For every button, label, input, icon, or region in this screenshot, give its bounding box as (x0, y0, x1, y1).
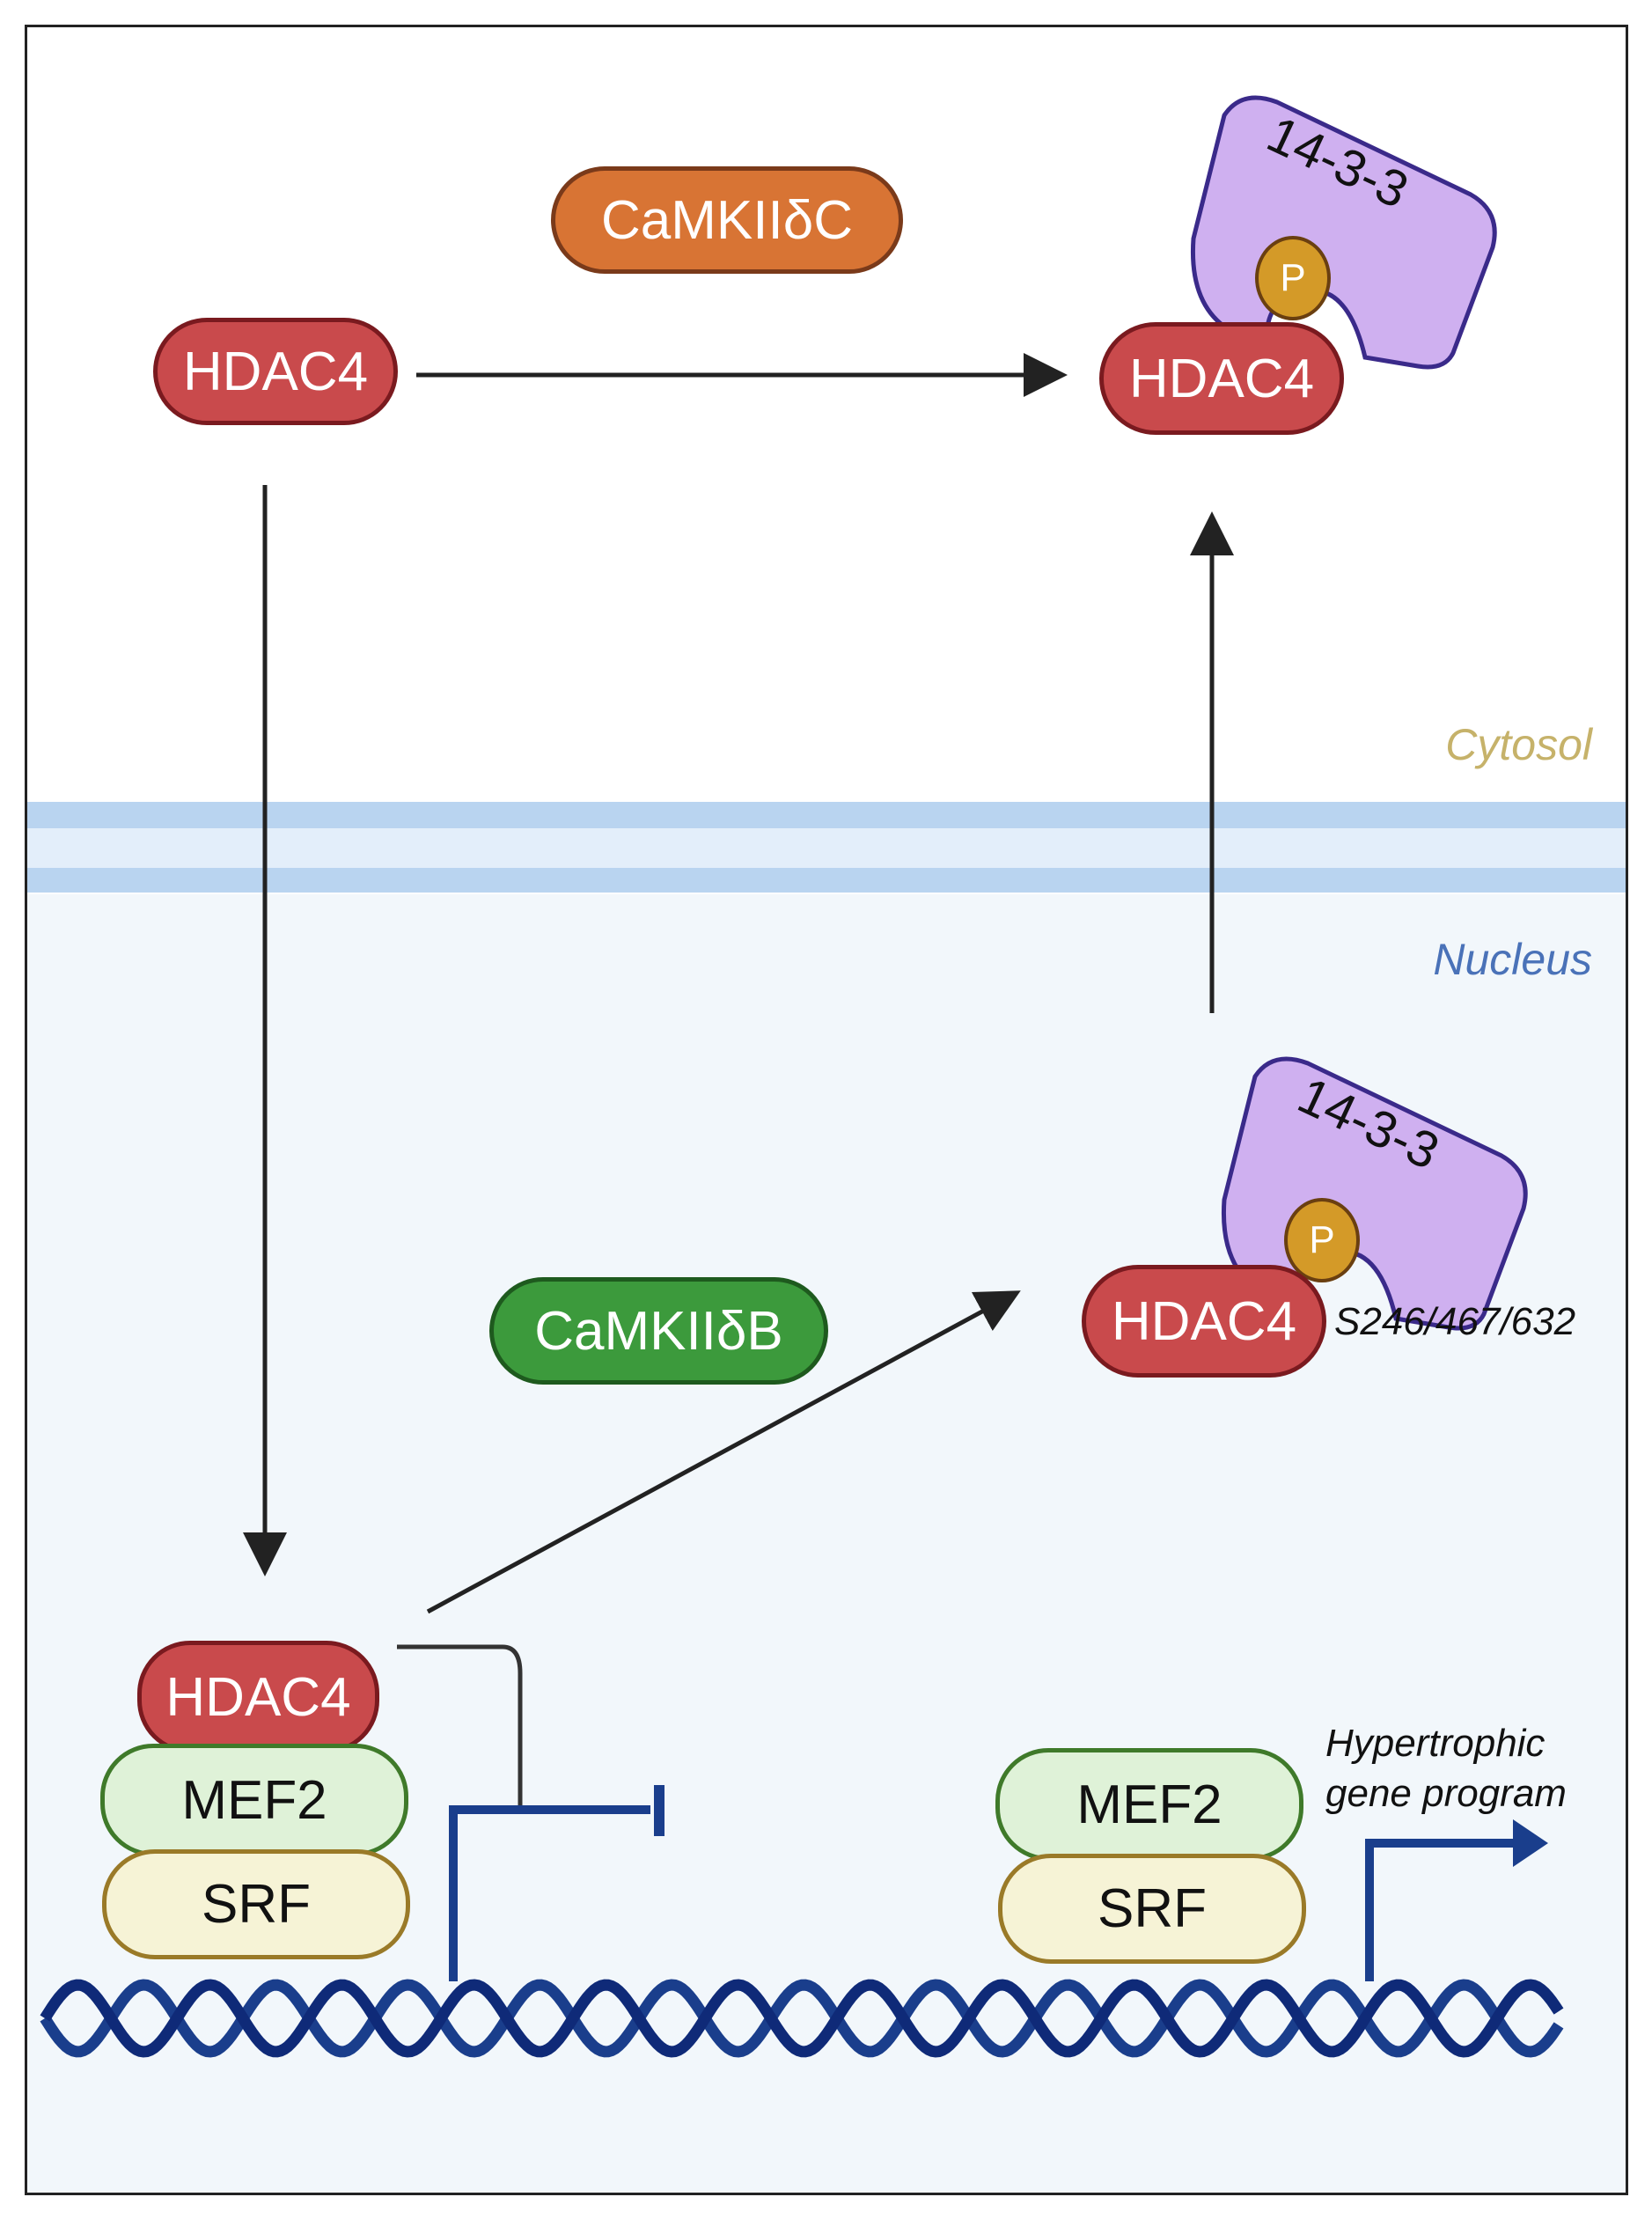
camkii-delta-c: CaMKIIδC (551, 166, 903, 274)
srf-repressed: SRF (102, 1849, 410, 1959)
srf-active: SRF (998, 1854, 1306, 1964)
cytosol-label: Cytosol (1445, 720, 1592, 769)
diagram-frame: Cytosol Nucleus 14-3-3 14 (25, 25, 1628, 2195)
camkii-delta-b: CaMKIIδB (489, 1277, 828, 1385)
activation-arrowhead (1513, 1819, 1548, 1867)
nuclear-membrane-inner (27, 868, 1626, 893)
mef2-active: MEF2 (995, 1748, 1303, 1861)
hdac4-nucleus-phospho: HDAC4 (1082, 1265, 1326, 1378)
nuclear-membrane-lumen (27, 828, 1626, 868)
nucleus-label: Nucleus (1433, 935, 1592, 984)
inhibition-connector (397, 1644, 523, 1810)
dna-strand (40, 1979, 1564, 2058)
dna-helix (40, 1979, 1564, 2058)
hdac4-repressor: HDAC4 (137, 1641, 379, 1753)
gene-program-label-line1: Hypertrophic (1325, 1722, 1546, 1765)
promoter-active (1365, 1839, 1515, 1981)
hdac4-cytosol-unbound: HDAC4 (153, 318, 398, 425)
mef2-repressed: MEF2 (100, 1744, 408, 1856)
phospho-group-nucleus: P (1284, 1198, 1360, 1282)
nuclear-membrane-outer (27, 802, 1626, 828)
promoter-repressed (449, 1805, 650, 1981)
dna-strand (40, 1979, 1564, 2058)
gene-program-label-line2: gene program (1325, 1772, 1567, 1815)
phospho-sites-label: S246/467/632 (1334, 1300, 1576, 1343)
phospho-group-cytosol: P (1255, 236, 1331, 320)
hdac4-cytosol-bound: HDAC4 (1099, 322, 1344, 435)
arrow-complex-to-phospho (426, 1290, 1021, 1614)
